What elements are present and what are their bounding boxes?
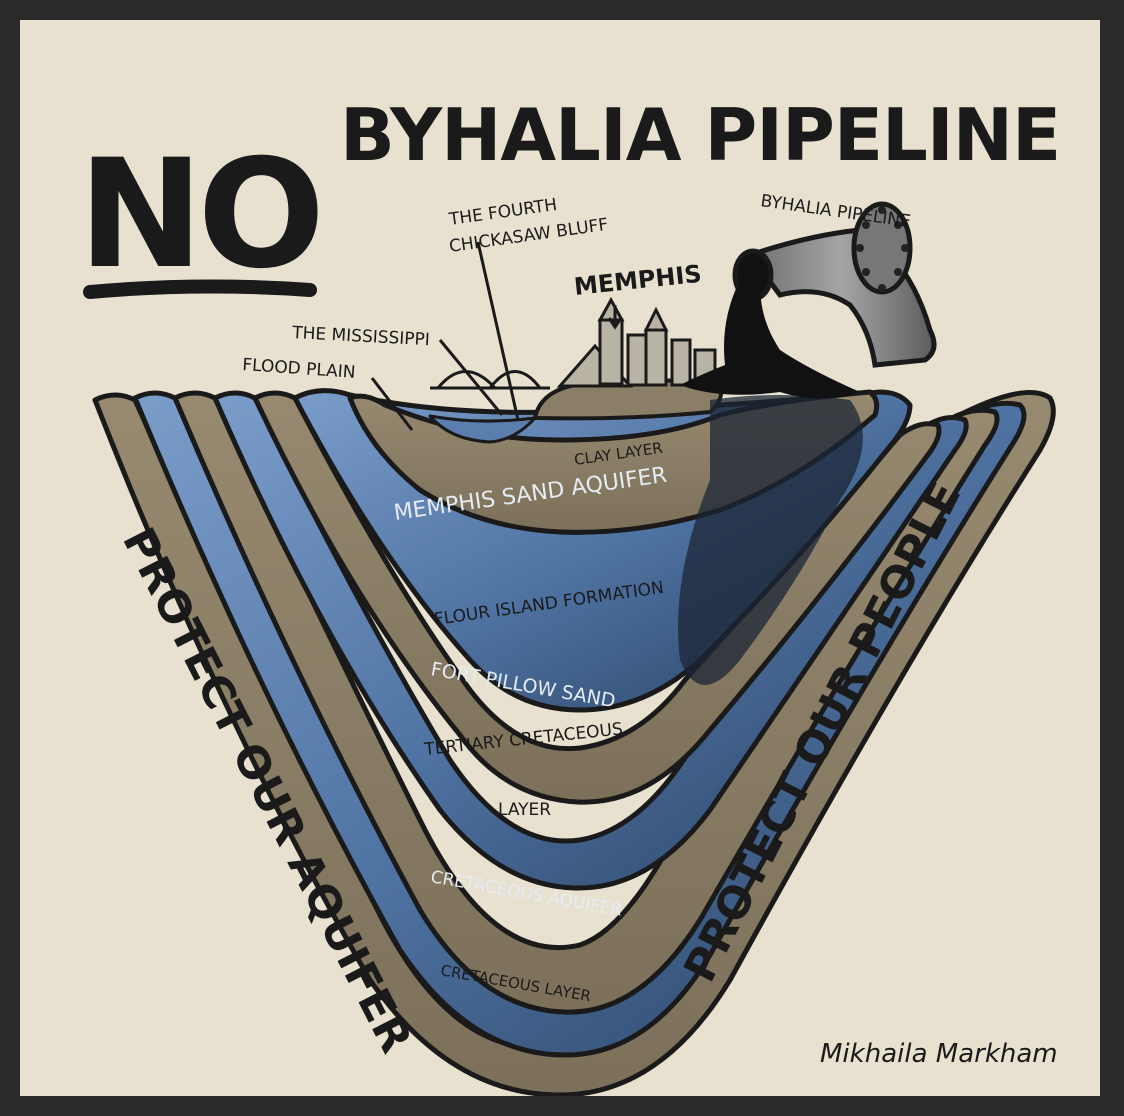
pipe-bolts xyxy=(856,206,909,292)
poster: NO BYHALIA PIPELINE xyxy=(20,20,1100,1096)
title-rest: BYHALIA PIPELINE xyxy=(340,93,1060,177)
mississippi-river xyxy=(428,414,537,444)
pointer-lines xyxy=(370,241,520,431)
title-no: NO xyxy=(78,128,319,302)
memphis-arrow xyxy=(607,305,623,330)
flour-island-band xyxy=(252,390,942,805)
label-tertiary-2: LAYER xyxy=(498,800,551,820)
artist-signature: Mikhaila Markham xyxy=(820,1039,1058,1069)
memphis-skyline xyxy=(556,296,717,388)
tertiary-cretaceous-band xyxy=(172,390,1000,1015)
fort-pillow-sand-band xyxy=(212,390,969,891)
aquifer-cross-section xyxy=(92,378,1056,1096)
oil-spill xyxy=(680,280,860,399)
title-underline xyxy=(83,279,317,299)
diagram-canvas: NO BYHALIA PIPELINE xyxy=(20,20,1100,1096)
oil-contamination xyxy=(678,395,863,685)
